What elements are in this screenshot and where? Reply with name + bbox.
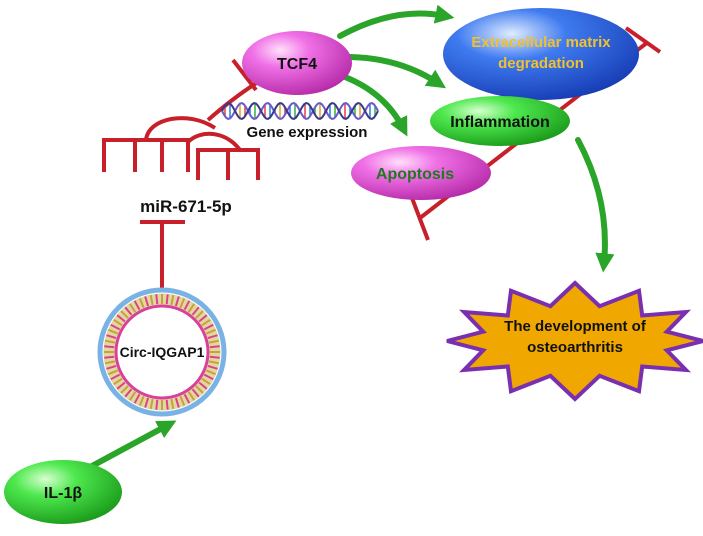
il1b-node [4,460,122,524]
ecm-degradation-node [443,8,639,100]
mir-label: miR-671-5p [140,197,232,216]
apoptosis-label: Apoptosis [376,166,454,183]
arrow-il1b-to-circ [89,420,177,469]
inflammation-node [430,96,570,146]
inhibit-long-bar-bottom [410,197,430,241]
mirna-binding-arcs [102,116,260,180]
oa-label-line2: osteoarthritis [527,339,623,356]
il1b-label: IL-1β [44,485,82,502]
arrow-tcf4-to-apoptosis [342,74,408,137]
ecm-label-line1: Extracellular matrix [471,34,611,51]
gene-expression-label: Gene expression [247,124,368,141]
inhibit-mir-to-tcf4-bar [231,58,258,92]
inflammation-label: Inflammation [450,114,550,131]
tcf4-node [242,31,352,95]
dna-helix-icon [221,102,379,120]
arrow-tcf4-to-ecm [337,4,455,39]
osteoarthritis-burst [446,280,703,402]
arrow-tcf4-to-inflammation [347,54,447,89]
ecm-label-line2: degradation [498,55,584,72]
arrow-inflammation-to-oa [575,137,615,273]
circ-iqgap1-label: Circ-IQGAP1 [120,344,205,360]
inhibit-long-bar-top [624,26,662,54]
oa-label-line1: The development of [504,318,647,335]
tcf4-label: TCF4 [277,56,317,73]
apoptosis-node [351,146,491,200]
circ-rna-icon [97,287,227,417]
